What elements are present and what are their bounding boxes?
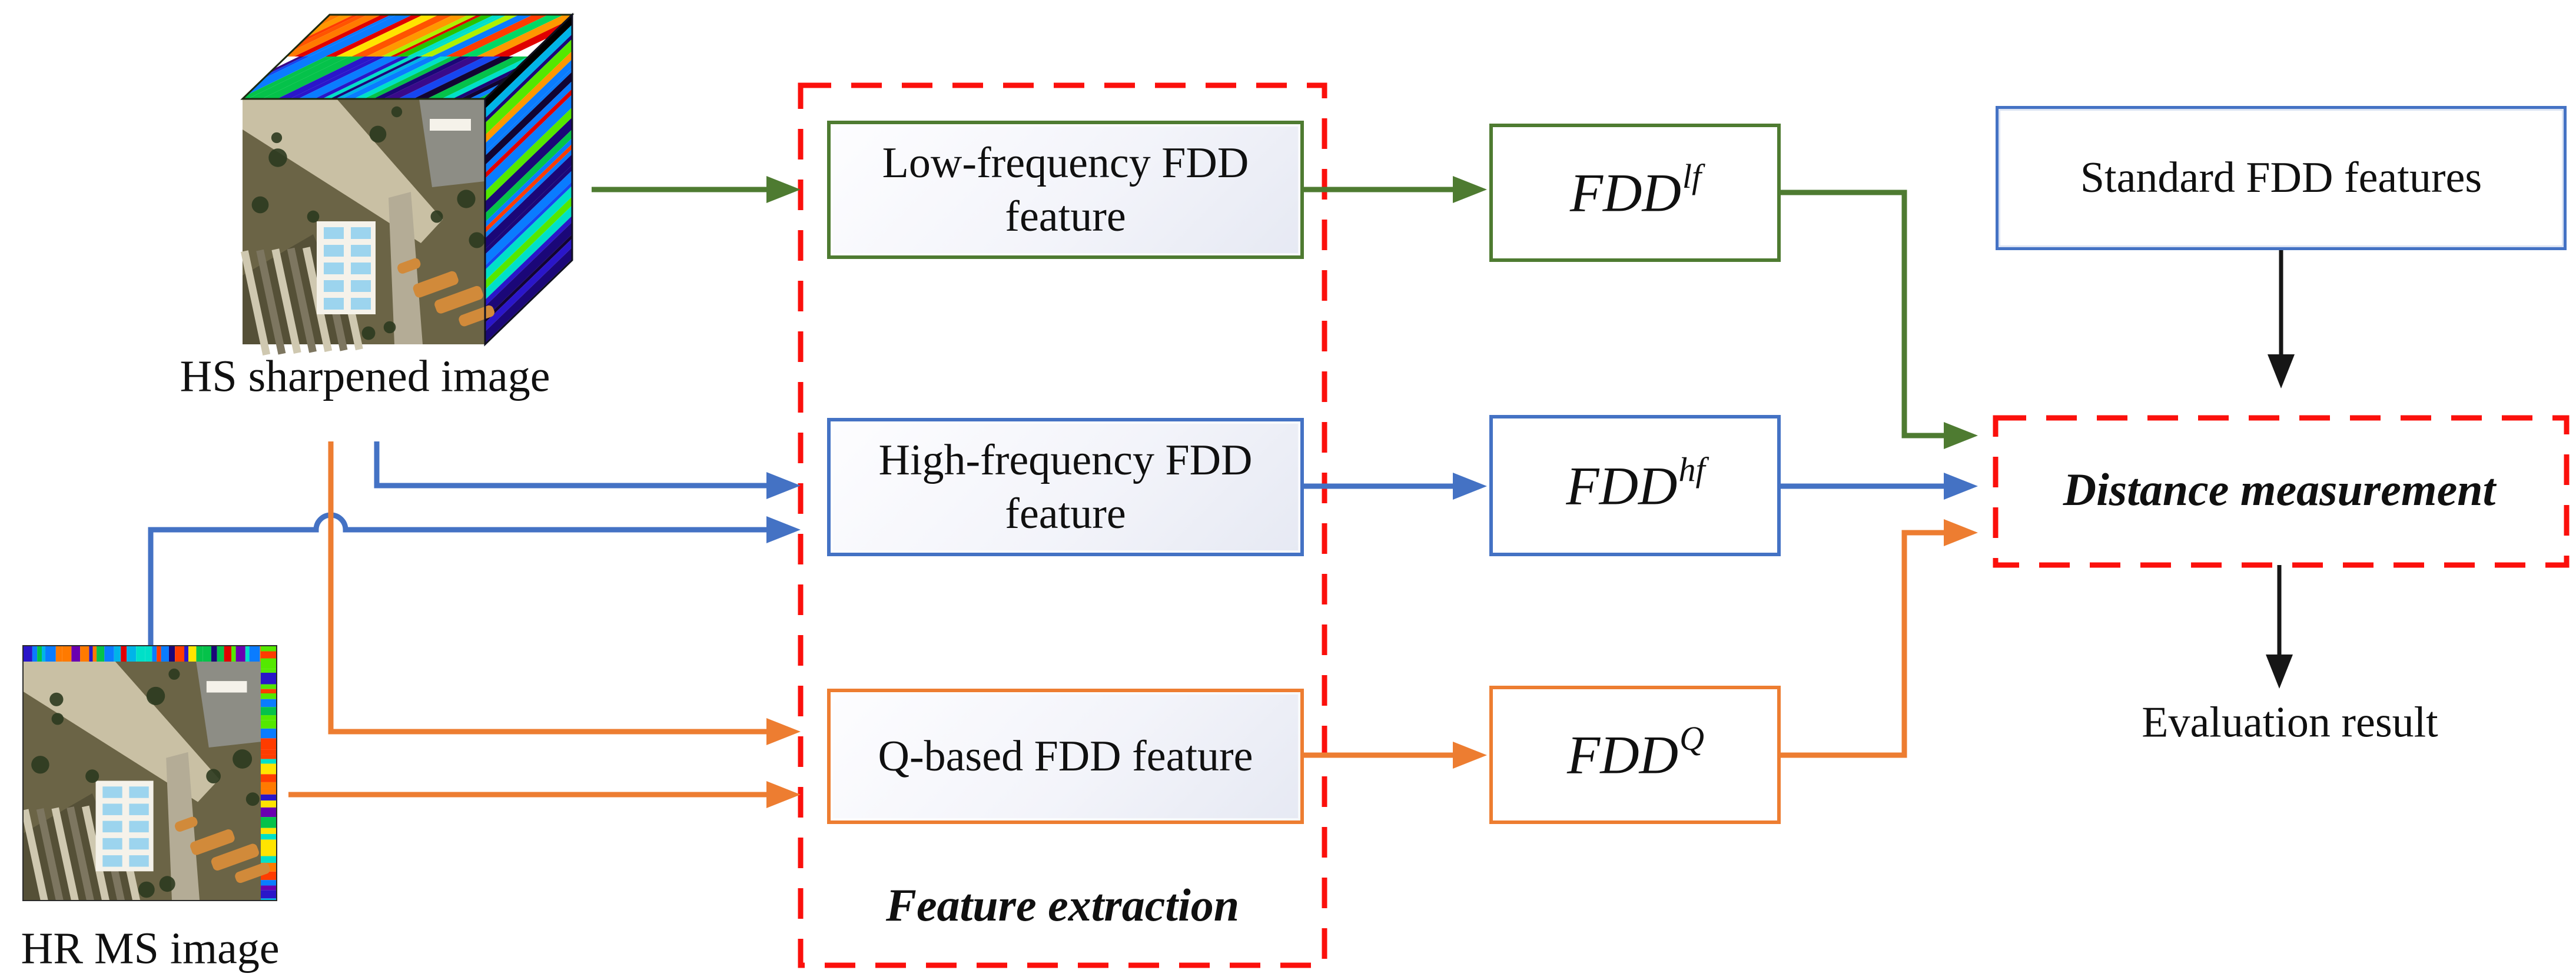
hs-sharpened-image-caption: HS sharpened image — [180, 351, 550, 401]
distance-measurement-label: Distance measurement — [2063, 464, 2496, 515]
qbased-fdd-feature-box: Q-based FDD feature — [827, 689, 1304, 824]
fdd-hf-sup: hf — [1678, 450, 1705, 489]
standard-fdd-features-label: Standard FDD features — [2080, 154, 2482, 202]
lowfreq-fdd-feature-label: Low-frequency FDD feature — [882, 139, 1249, 241]
arrow-hs-to-qbased — [328, 441, 801, 745]
fdd-hf-box: FDDhf — [1489, 415, 1781, 556]
arrow-hs-to-highfreq — [374, 441, 801, 499]
qbased-fdd-feature-label: Q-based FDD feature — [878, 732, 1253, 780]
fdd-lf-sup: lf — [1682, 157, 1702, 196]
fdd-hf-base: FDD — [1566, 456, 1678, 516]
fdd-q-sup: Q — [1679, 719, 1704, 758]
arrow-hr-to-highfreq — [148, 512, 801, 646]
arrow-fddq-to-distance — [1781, 519, 1978, 758]
evaluation-result-label: Evaluation result — [2142, 698, 2438, 747]
lowfreq-fdd-feature-box: Low-frequency FDD feature — [827, 121, 1304, 259]
hr-ms-image — [22, 645, 277, 901]
fdd-lf-box: FDDlf — [1489, 124, 1781, 262]
fdd-q-base: FDD — [1567, 725, 1679, 785]
highfreq-fdd-feature-box: High-frequency FDD feature — [827, 418, 1304, 556]
fdd-q-box: FDDQ — [1489, 686, 1781, 824]
highfreq-fdd-feature-label: High-frequency FDD feature — [878, 436, 1253, 538]
fdd-lf-base: FDD — [1569, 162, 1681, 223]
feature-extraction-dashed-frame — [798, 82, 1327, 968]
hs-sharpened-cube-image — [240, 12, 575, 356]
feature-extraction-label: Feature extraction — [885, 879, 1240, 931]
hr-ms-image-caption: HR MS image — [21, 923, 280, 974]
arrow-fddlf-to-distance — [1781, 190, 1978, 449]
standard-fdd-features-box: Standard FDD features — [1996, 106, 2567, 250]
